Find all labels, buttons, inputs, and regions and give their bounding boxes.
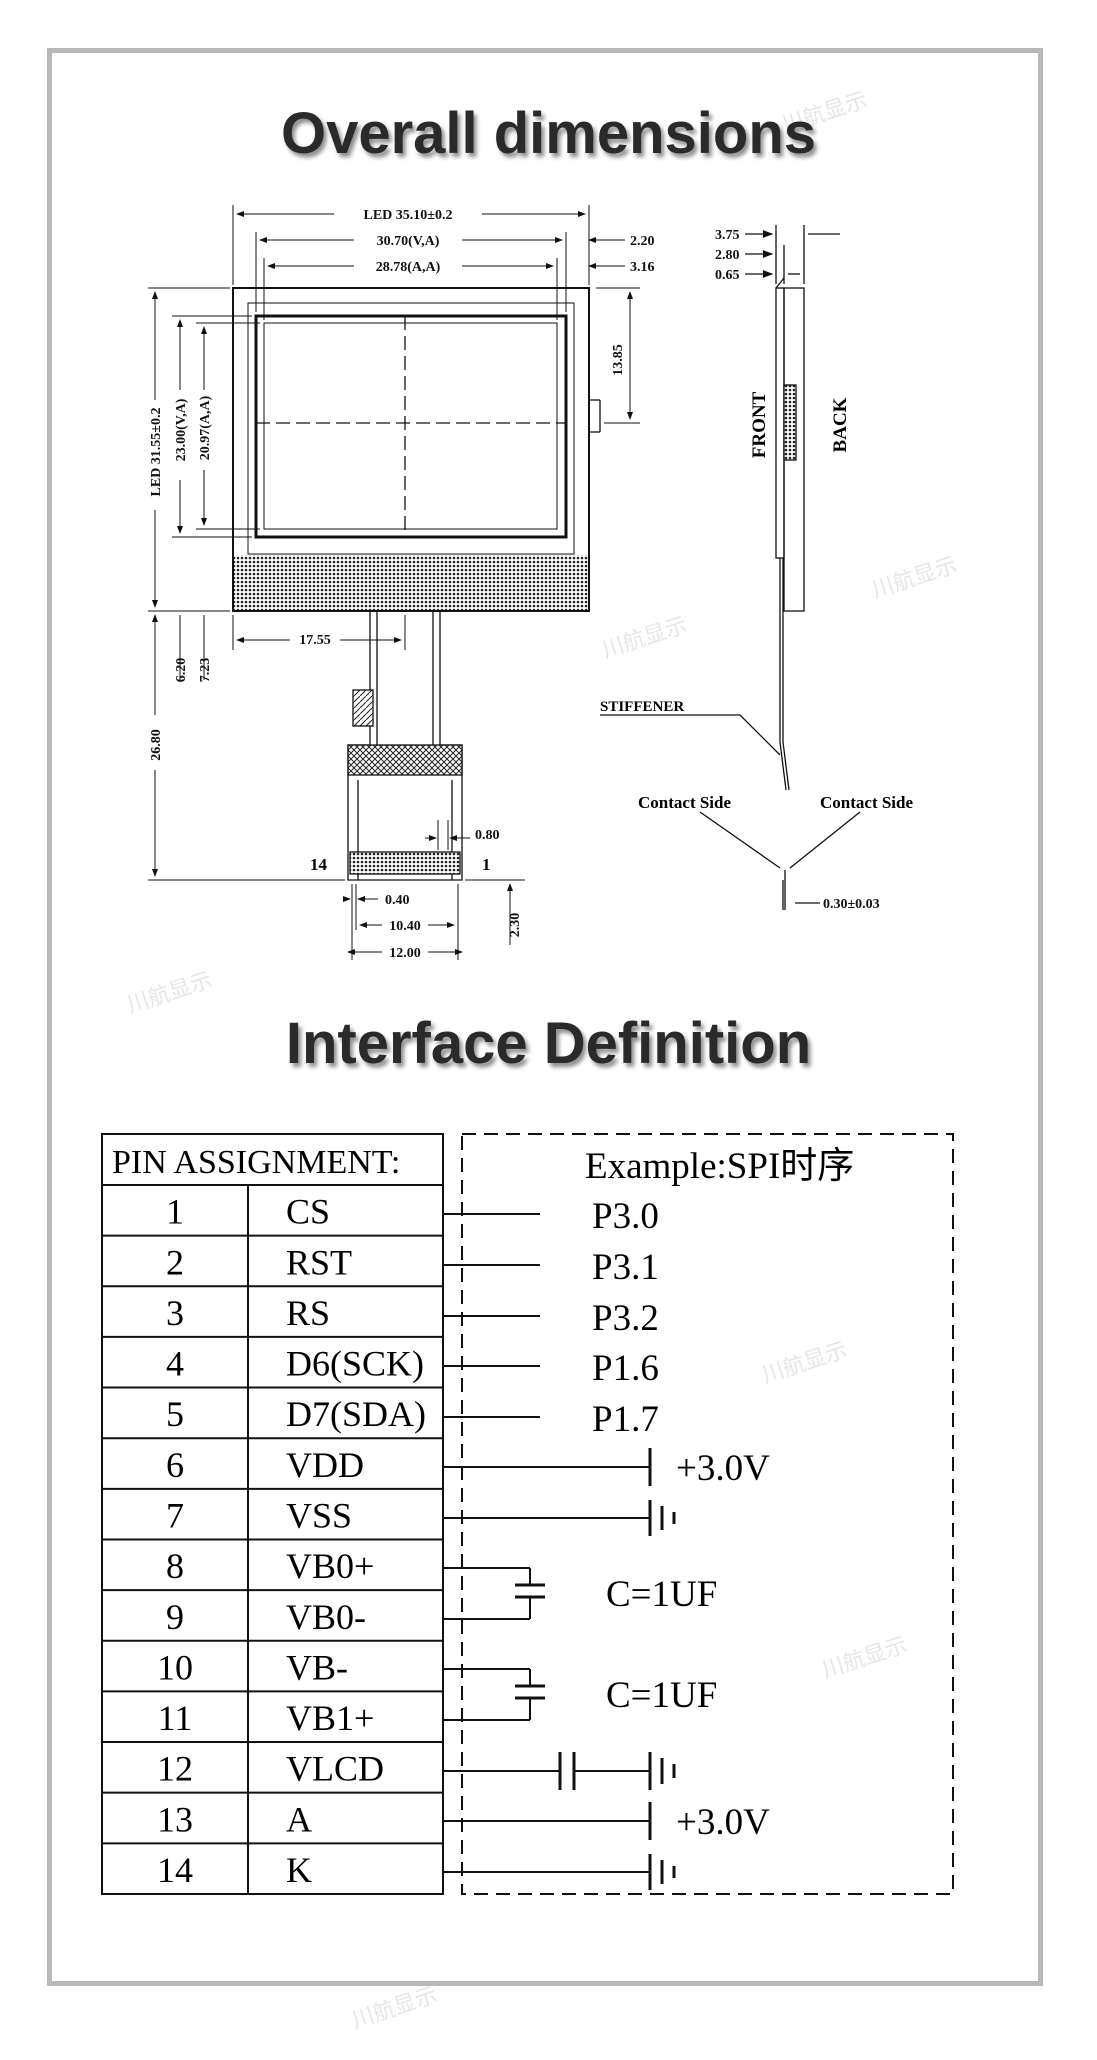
port-label: P3.0 [592, 1196, 659, 1237]
pin-name: VSS [286, 1495, 352, 1535]
pin-name: VDD [286, 1445, 364, 1485]
interface-definition-title: Interface Definition [285, 1011, 812, 1076]
dim-1755: 17.55 [299, 633, 331, 648]
pin-number: 13 [157, 1799, 193, 1839]
port-label: P3.1 [592, 1247, 659, 1288]
pin-name: VLCD [286, 1749, 384, 1789]
stiffener-label: STIFFENER [600, 699, 684, 715]
example-title: Example:SPI时序 [585, 1145, 854, 1187]
dim-040: 0.40 [385, 893, 410, 908]
backlight-voltage: +3.0V [676, 1802, 770, 1843]
port-label: P3.2 [592, 1298, 659, 1339]
overall-dimensions-title: Overall dimensions [280, 101, 817, 166]
dim-316: 3.16 [630, 260, 655, 275]
dim-1040: 10.40 [389, 919, 421, 934]
dim-1200: 12.00 [389, 946, 421, 960]
pin-14-label: 14 [310, 855, 328, 874]
pin-name: VB1+ [286, 1698, 374, 1738]
dim-1385: 13.85 [611, 344, 626, 376]
dim-led-width: LED 35.10±0.2 [364, 208, 453, 223]
pin-name: D7(SDA) [286, 1394, 426, 1434]
pin-name: A [286, 1799, 312, 1839]
dim-fpc-thickness: 0.30±0.03 [823, 897, 880, 912]
port-label: P1.6 [592, 1348, 659, 1389]
port-label: P1.7 [592, 1399, 659, 1440]
outer-frame [47, 48, 1043, 1986]
pin-name: CS [286, 1192, 330, 1232]
pin-number: 7 [166, 1495, 184, 1535]
pin-number: 10 [157, 1647, 193, 1687]
pin-name: RS [286, 1293, 330, 1333]
dim-080: 0.80 [475, 828, 500, 843]
dim-375: 3.75 [715, 228, 740, 243]
pin-1-label: 1 [482, 855, 491, 874]
pin-number: 3 [166, 1293, 184, 1333]
contact-side-left: Contact Side [638, 793, 731, 812]
pin-number: 2 [166, 1242, 184, 1282]
pin-name: VB- [286, 1647, 348, 1687]
dim-220: 2.20 [630, 234, 655, 249]
pin-name: VB0- [286, 1597, 366, 1637]
pin-number: 4 [166, 1344, 184, 1384]
pin-name: D6(SCK) [286, 1344, 424, 1384]
dim-aa-height: 20.97(A,A) [198, 395, 213, 460]
vdd-voltage: +3.0V [676, 1448, 770, 1489]
dim-va-width: 30.70(V,A) [377, 234, 440, 249]
pin-number: 14 [157, 1850, 193, 1890]
dim-723: 7.23 [198, 658, 213, 683]
pin-number: 12 [157, 1749, 193, 1789]
cap2-label: C=1UF [606, 1675, 717, 1716]
pin-number: 1 [166, 1192, 184, 1232]
pin-name: VB0+ [286, 1546, 374, 1586]
pin-number: 11 [158, 1698, 193, 1738]
pin-number: 5 [166, 1394, 184, 1434]
contact-side-right: Contact Side [820, 793, 913, 812]
dim-va-height: 23.00(V,A) [174, 398, 189, 461]
back-label: BACK [830, 397, 851, 452]
pin-name: K [286, 1850, 312, 1890]
dim-280: 2.80 [715, 248, 740, 263]
dim-2680: 26.80 [149, 729, 164, 761]
pin-number: 8 [166, 1546, 184, 1586]
interface-diagram: PIN ASSIGNMENT: 1 CS 2 RST 3 RS 4 D6(SCK) 5 D7(SD… [101, 1133, 954, 1895]
pin-name: RST [286, 1242, 352, 1282]
pin-number: 9 [166, 1597, 184, 1637]
table-header: PIN ASSIGNMENT: [112, 1144, 400, 1181]
pin-number: 6 [166, 1445, 184, 1485]
dim-620: 6.20 [174, 658, 189, 683]
dim-aa-width: 28.78(A,A) [376, 260, 441, 275]
dim-230: 2.30 [508, 913, 523, 938]
dim-led-height: LED 31.55±0.2 [149, 408, 164, 497]
cap1-label: C=1UF [606, 1574, 717, 1615]
front-label: FRONT [749, 391, 770, 458]
dim-065: 0.65 [715, 268, 740, 283]
dimension-drawing: LED 35.10±0.2 30.70(V,A) 28.78(A,A) 2.20… [146, 205, 913, 960]
